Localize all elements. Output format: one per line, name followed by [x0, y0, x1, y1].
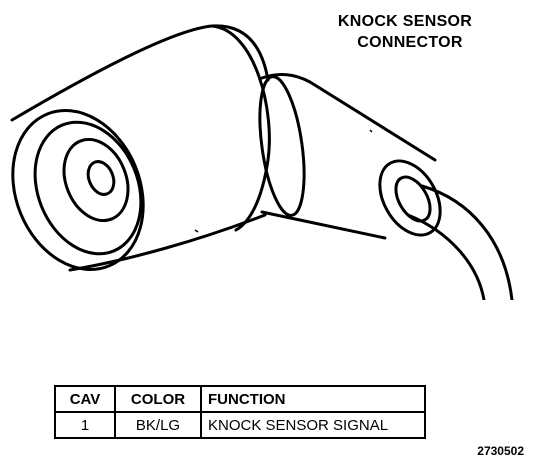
cable-bottom-edge	[406, 213, 486, 300]
connector-pinout-table: CAV COLOR FUNCTION 1 BK/LG KNOCK SENSOR …	[54, 385, 426, 439]
boot-bottom-edge	[260, 210, 387, 240]
shading-mark	[194, 229, 199, 233]
boot-front-ring	[258, 75, 306, 217]
terminal-pin	[86, 160, 116, 196]
boot-top-edge	[260, 73, 437, 162]
cylinder-top-edge	[10, 24, 270, 122]
header-function: FUNCTION	[200, 385, 426, 413]
cell-function: KNOCK SENSOR SIGNAL	[200, 411, 426, 439]
cell-color: BK/LG	[114, 411, 202, 439]
cylinder-inner-ring	[33, 120, 143, 256]
header-cav: CAV	[54, 385, 116, 413]
table-row: 1 BK/LG KNOCK SENSOR SIGNAL	[54, 411, 426, 439]
cable-top-edge	[420, 184, 514, 300]
figure-number: 2730502	[477, 444, 524, 458]
boot-end-face	[378, 159, 442, 237]
terminal-ring	[62, 137, 130, 223]
cylinder-bottom-edge	[68, 213, 267, 272]
shading-mark	[369, 129, 373, 133]
diagram-title-line-1: KNOCK SENSOR	[337, 13, 473, 30]
table-header-row: CAV COLOR FUNCTION	[54, 385, 426, 413]
diagram-title-line-2: CONNECTOR	[357, 34, 463, 51]
boot-end-inner	[394, 175, 432, 223]
cell-cav: 1	[54, 411, 116, 439]
knock-sensor-connector-drawing	[10, 24, 514, 300]
cylinder-front-face	[11, 109, 145, 271]
cylinder-rear-cap	[210, 24, 271, 232]
header-color: COLOR	[114, 385, 202, 413]
